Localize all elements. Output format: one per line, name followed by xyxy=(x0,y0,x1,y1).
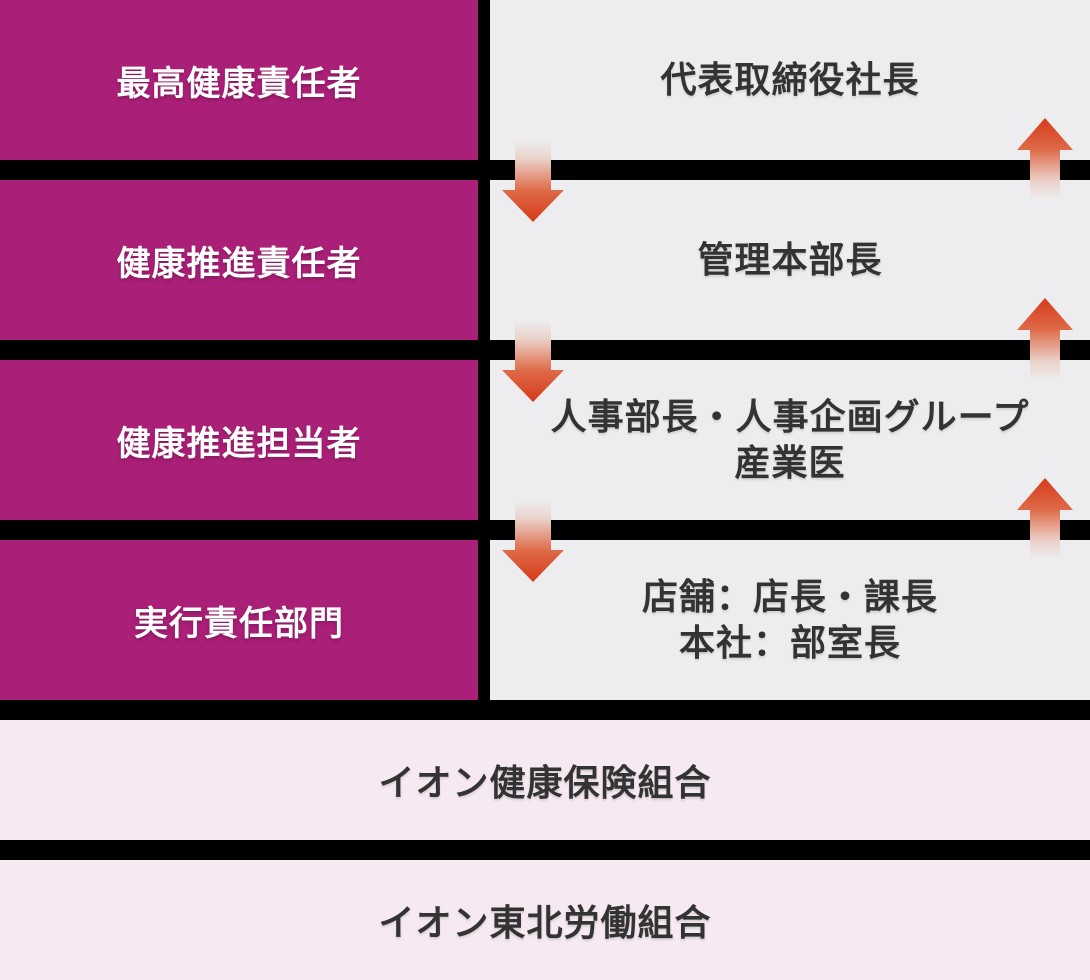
assignee-label-line2: 本社：部室長 xyxy=(678,622,901,663)
assignee-cell-admin-division-head: 管理本部長 xyxy=(490,180,1090,340)
column-divider xyxy=(478,0,490,720)
labor-union-row: イオン東北労働組合 xyxy=(0,860,1090,980)
assignee-label: 管理本部長 xyxy=(697,239,883,280)
assignee-cell-store-hq-managers: 店舗：店長・課長 本社：部室長 xyxy=(490,540,1090,700)
assignee-label: 代表取締役社長 xyxy=(660,59,920,100)
role-label: 健康推進責任者 xyxy=(116,244,362,283)
assignee-label: 店舗：店長・課長 xyxy=(641,576,938,617)
assignee-cell-hr-director-occupational-physician: 人事部長・人事企画グループ 産業医 xyxy=(490,360,1090,520)
separator-band xyxy=(0,840,1090,860)
role-cell-execution-department: 実行責任部門 xyxy=(0,540,478,700)
role-cell-health-promotion-officer: 健康推進責任者 xyxy=(0,180,478,340)
role-cell-health-promotion-staff: 健康推進担当者 xyxy=(0,360,478,520)
assignee-label: 人事部長・人事企画グループ xyxy=(550,396,1030,437)
footer-label: イオン健康保険組合 xyxy=(378,762,712,803)
assignee-cell-president: 代表取締役社長 xyxy=(490,0,1090,160)
separator-band xyxy=(0,700,1090,720)
role-label: 健康推進担当者 xyxy=(116,424,362,463)
role-label: 実行責任部門 xyxy=(134,604,344,643)
role-label: 最高健康責任者 xyxy=(116,64,362,103)
role-cell-chief-health-officer: 最高健康責任者 xyxy=(0,0,478,160)
health-insurance-union-row: イオン健康保険組合 xyxy=(0,720,1090,840)
assignee-label-line2: 産業医 xyxy=(734,442,846,483)
footer-label: イオン東北労働組合 xyxy=(378,902,712,943)
